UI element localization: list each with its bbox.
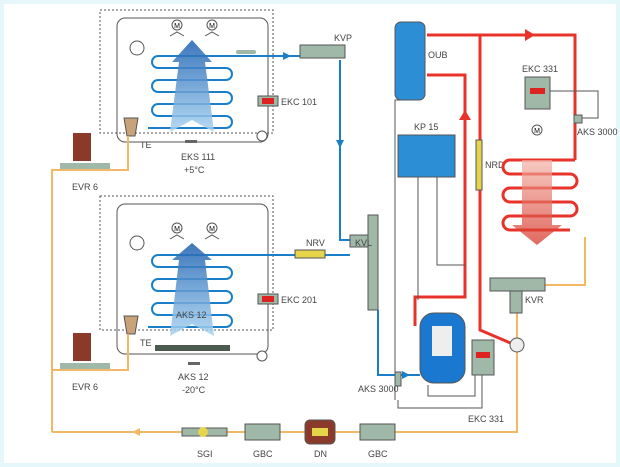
ekc101-label: EKC 101 (281, 97, 317, 107)
receiver-sight-glass (509, 337, 525, 353)
gbc-label: GBC (368, 449, 388, 459)
ekc331-condenser-label: EKC 331 (522, 64, 558, 74)
kp15-switch (397, 134, 456, 178)
kvp-label: KVP (334, 33, 352, 43)
wire-loop-end (256, 350, 268, 362)
fan-motor-symbol: M (534, 128, 540, 135)
fan-motor-symbol: M (209, 23, 215, 30)
temperature-label: +5°C (184, 165, 205, 175)
oil-separator-label: OUB (428, 50, 448, 60)
ekc331-compressor-controller (471, 339, 495, 376)
eks111-label: EKS 111 (181, 152, 215, 162)
ekc201-controller (257, 293, 279, 305)
kvl-valve (349, 214, 379, 311)
kvr-valve (489, 277, 546, 314)
defrost-heater (155, 345, 230, 351)
aks3000-suction-label: AKS 3000 (358, 384, 399, 394)
kvl-label: KVL (355, 238, 372, 248)
fan-motor-symbol: M (209, 226, 215, 233)
ekc101-controller (257, 95, 279, 107)
sensor (236, 50, 256, 54)
compressor (419, 312, 466, 384)
control-wires (397, 375, 483, 409)
solenoid-valve-label: EVR 6 (72, 382, 98, 392)
solenoid-valve-label: EVR 6 (72, 182, 98, 192)
cabinet-boundary (99, 195, 274, 331)
fan-motor-symbol: M (174, 23, 180, 30)
fan-icon: M (169, 222, 185, 240)
sensor-aks12 (188, 362, 200, 365)
kp15-label: KP 15 (414, 122, 438, 132)
airflow-arrow (170, 40, 214, 132)
solenoid-valve (60, 333, 110, 371)
solenoid-valve (60, 133, 110, 171)
oil-separator (394, 21, 426, 101)
expansion-valve (123, 315, 139, 335)
gbc-label: GBC (253, 449, 273, 459)
flow-arrow (459, 29, 535, 120)
ekc331-compressor-label: EKC 331 (468, 414, 504, 424)
airflow-arrow (170, 243, 214, 336)
condenser-coil (501, 158, 579, 232)
temperature-label: -20°C (182, 385, 206, 395)
ekc201-label: EKC 201 (281, 295, 317, 305)
sensor-eks (185, 140, 197, 143)
sgi-label: SGI (197, 449, 213, 459)
fan-icon: M (531, 124, 543, 136)
aks3000-condenser-label: AKS 3000 (577, 127, 618, 137)
dn-label: DN (314, 449, 327, 459)
fan-icon: M (204, 19, 220, 37)
condenser: EKC 331 M AKS 3000 KVR (489, 64, 618, 353)
wire-loop (116, 203, 269, 355)
gbc-valve (244, 423, 281, 441)
airflow-arrow (512, 160, 562, 245)
nrv-valve (294, 249, 326, 259)
lower-evaporator: M M AKS 12 AKS 12 -20°C EKC 201 TE EVR 6 (60, 195, 317, 395)
nrd-label: NRD (485, 160, 505, 170)
nrv-label: NRV (306, 238, 325, 248)
flow-arrow (132, 428, 140, 436)
fan-motor-symbol: M (174, 226, 180, 233)
control-wires (394, 99, 465, 400)
expansion-valve (123, 117, 139, 137)
kvp-valve (299, 44, 346, 59)
wire-loop-end (256, 130, 268, 142)
gbc-valve (359, 423, 396, 441)
expansion-valve-label: TE (140, 338, 152, 348)
control-wire (550, 90, 599, 119)
nrd-valve (475, 139, 483, 191)
filter-drier (304, 419, 336, 445)
fan-icon: M (204, 222, 220, 240)
expansion-valve-label: TE (140, 140, 152, 150)
fan-icon: M (169, 19, 185, 37)
ekc331-condenser-controller (524, 76, 551, 110)
kvr-label: KVR (525, 295, 544, 305)
wire-loop-end (129, 40, 145, 56)
wire-loop-end (129, 235, 145, 251)
aks12-inner-label: AKS 12 (176, 310, 207, 320)
sight-glass-sgi (181, 427, 228, 437)
upper-evaporator: M M EKC 101 EKS 111 +5°C TE EVR 6 (60, 9, 317, 192)
aks12-label: AKS 12 (178, 372, 209, 382)
pressure-transmitter (573, 114, 583, 124)
